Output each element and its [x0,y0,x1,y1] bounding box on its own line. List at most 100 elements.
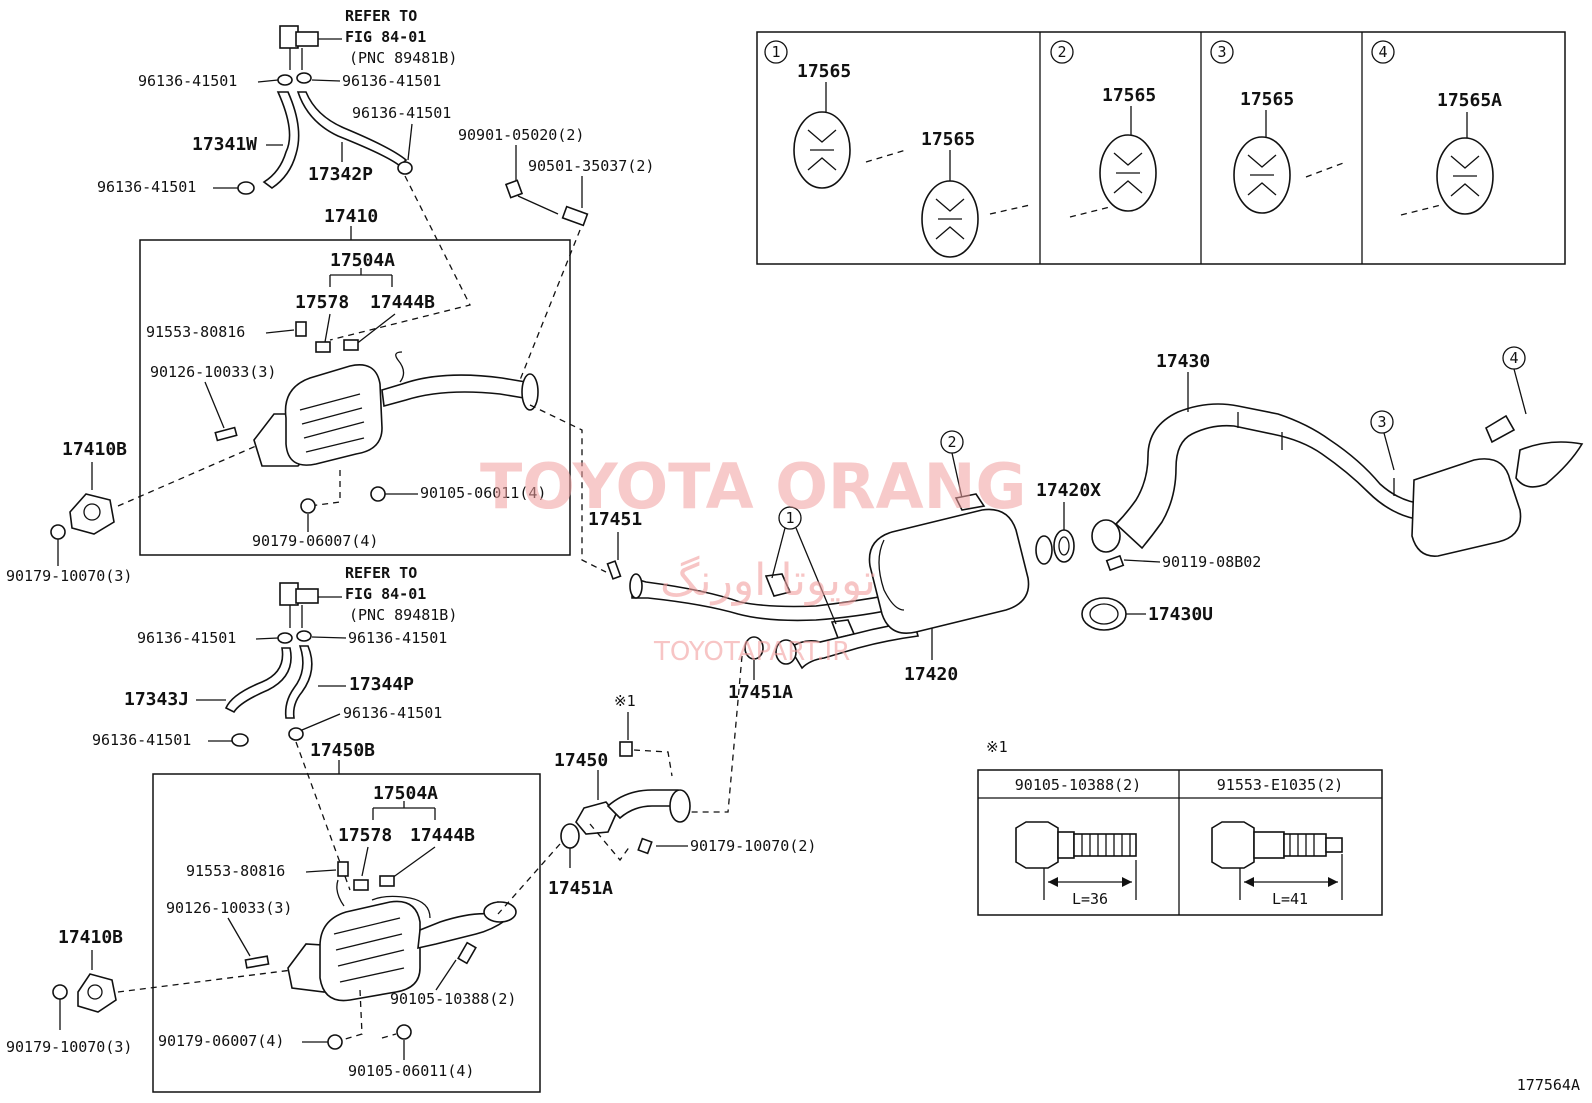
gasket-upper: 17410B 90179-10070(3) [6,439,257,585]
gasket-icon [77,973,117,1013]
bolt-spring-group: 90901-05020(2) 90501-35037(2) [458,126,654,381]
nut-icon [300,498,316,514]
label-17410B-b: 17410B [58,927,123,948]
gasket-icon [606,560,622,580]
tail-muffler-icon [1411,458,1522,557]
stud-icon [244,955,270,969]
watermark-site: TOYOTAPART.IR [653,637,850,667]
nut-icon [327,1034,343,1050]
label-17565-c: 17565 [1102,85,1156,106]
vacuum-hose-17341W [262,91,300,189]
refer-line2: FIG 84-01 [345,28,426,46]
nut-icon [52,984,68,1000]
refer-line2-b: FIG 84-01 [345,585,426,603]
figure-id: 177564A [1517,1076,1580,1094]
label-17565A: 17565A [1437,90,1502,111]
note-mark-b: ※1 [986,738,1008,756]
label-90179-10070-c: 90179-10070(2) [690,837,816,855]
label-90105-10388-a: 90105-10388(2) [390,990,516,1008]
label-17565-a: 17565 [797,61,851,82]
vacuum-hose-17344P [284,645,313,719]
exhaust-pipe-upper [381,374,527,408]
hanger-bracket-icon [1484,414,1516,444]
front-pipe-group: 17451 1 17451A [529,404,920,813]
front-pipe-17450: ※1 17450 90179-10070(2) 17451A [497,692,816,915]
stud-icon [214,426,238,442]
label-17451: 17451 [588,509,642,530]
label-90105-06011-a: 90105-06011(4) [420,484,546,502]
label-17444B: 17444B [370,292,435,313]
label-17565-d: 17565 [1240,89,1294,110]
hanger-table: 1 17565 17565 2 17565 3 17565 4 17565A [756,31,1566,265]
nut-icon [50,524,66,540]
tail-tip-icon [1515,441,1584,488]
lower-sensor-group: REFER TO FIG 84-01 (PNC 89481B) 96136-41… [92,564,457,891]
bolt-length-1: L=36 [1072,890,1108,908]
callout-1-table: 1 [771,43,780,61]
upper-sensor-group: REFER TO FIG 84-01 (PNC 89481B) 96136-41… [97,7,471,341]
nut-icon [370,486,386,502]
callout-3: 3 [1377,413,1386,431]
label-17344P: 17344P [349,674,414,695]
tail-pipe-17430: 17420X 17430 3 4 90119-08B02 17430U [1036,346,1584,631]
gasket-icon [560,823,580,849]
pipe-flange-icon [521,373,539,411]
label-17504A-b: 17504A [373,783,438,804]
note-mark-a: ※1 [614,692,636,710]
label-96136-e: 96136-41501 [137,629,236,647]
center-pipe-lower-icon [788,621,920,670]
gasket-icon [744,636,764,660]
label-90179-10070-b: 90179-10070(3) [6,1038,132,1056]
refer-line1-b: REFER TO [345,564,417,582]
tail-pipe-icon [1114,403,1445,550]
label-17444B-b: 17444B [410,825,475,846]
label-17410: 17410 [324,206,378,227]
label-96136-g: 96136-41501 [343,704,442,722]
label-17451A-a: 17451A [728,682,793,703]
callout-2-table: 2 [1057,43,1066,61]
refer-line3: (PNC 89481B) [349,49,457,67]
clamp-icon [1081,597,1127,631]
gasket-icon [1053,529,1075,563]
nut-icon [637,837,653,855]
bolt-head-icon [1015,821,1059,869]
label-17420: 17420 [904,664,958,685]
label-96136-a: 96136-41501 [138,72,237,90]
vacuum-hose-17342P [296,91,408,168]
label-96136-f: 96136-41501 [348,629,447,647]
bolt-head-icon [1211,821,1255,869]
label-90179-10070-a: 90179-10070(3) [6,567,132,585]
bolt-icon [337,861,349,877]
bolt-header-2: 91553-E1035(2) [1217,776,1343,794]
hanger-bracket-icon [954,493,986,511]
bolt-icon [457,941,477,965]
label-17578: 17578 [295,292,349,313]
label-90126-a: 90126-10033(3) [150,363,276,381]
gasket-icon [69,493,115,535]
label-90179-06007-a: 90179-06007(4) [252,532,378,550]
label-90105-06011-b: 90105-06011(4) [348,1062,474,1080]
label-90179-06007-b: 90179-06007(4) [158,1032,284,1050]
spring-icon [561,205,589,227]
muffler-17420: 2 17420 [868,430,1053,685]
callout-2: 2 [947,433,956,451]
label-17341W: 17341W [192,134,257,155]
label-90119: 90119-08B02 [1162,553,1261,571]
label-17342P: 17342P [308,164,373,185]
bolt-spec-table: ※1 90105-10388(2) 91553-E1035(2) L=36 L=… [977,738,1383,916]
label-96136-c: 96136-41501 [352,104,451,122]
vacuum-hose-17343J [224,647,292,714]
gasket-lower: 17410B 90179-10070(3) [6,927,293,1056]
refer-line3-b: (PNC 89481B) [349,606,457,624]
bolt-header-1: 90105-10388(2) [1015,776,1141,794]
bolt-icon [1105,554,1125,572]
hanger-bracket-icon [764,573,792,597]
label-91553-a: 91553-80816 [146,323,245,341]
catalytic-converter-icon [319,900,421,1002]
label-17578-b: 17578 [338,825,392,846]
label-17410B-a: 17410B [62,439,127,460]
label-90501: 90501-35037(2) [528,157,654,175]
refer-line1: REFER TO [345,7,417,25]
